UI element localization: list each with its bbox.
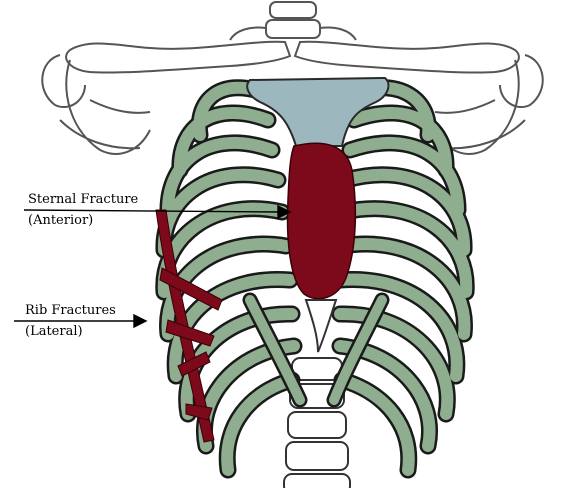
- rib-fractures-lateral: (Lateral): [25, 324, 83, 339]
- sternal-fracture-sublabel: (Anterior): [26, 213, 95, 228]
- sternal-fracture-label: Sternal Fracture: [26, 192, 140, 207]
- rib-fracture-arrowhead: [134, 315, 146, 327]
- rib-fractures-title: Rib Fractures: [25, 303, 116, 318]
- upper-spine: [230, 2, 356, 40]
- lumbar-vertebra-5: [284, 474, 350, 488]
- vertebra-2: [266, 20, 320, 38]
- lumbar-vertebra-3: [288, 412, 346, 438]
- right-ribs: [340, 88, 466, 470]
- rib-fractures-label: Rib Fractures: [23, 303, 118, 318]
- left-scapula: [60, 60, 150, 154]
- sternal-fracture-title: Sternal Fracture: [28, 192, 138, 207]
- sternum-body-fracture: [288, 143, 356, 299]
- sternal-fracture-anterior: (Anterior): [28, 213, 93, 228]
- right-clavicle: [295, 42, 519, 73]
- left-clavicle: [66, 42, 290, 73]
- rib-fractures-sublabel: (Lateral): [23, 324, 85, 339]
- xiphoid-process: [306, 300, 336, 352]
- vertebra-1: [270, 2, 316, 18]
- lumbar-vertebra-4: [286, 442, 348, 470]
